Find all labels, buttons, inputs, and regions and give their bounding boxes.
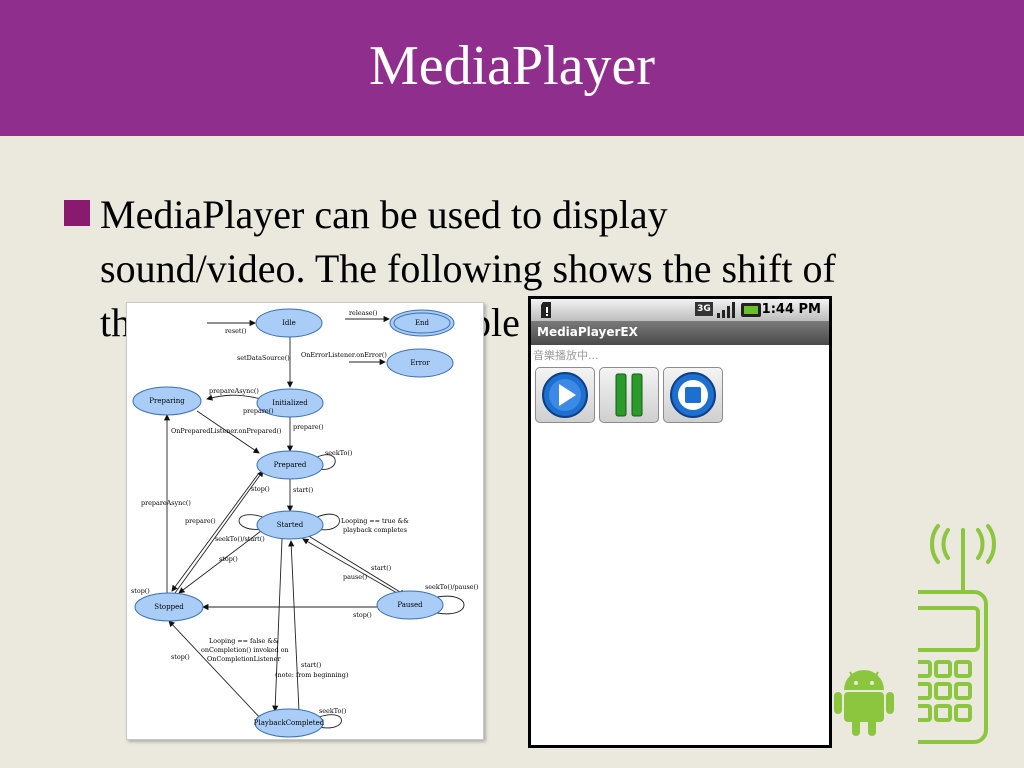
label-release: release(): [349, 309, 378, 317]
state-preparing: Preparing: [132, 386, 202, 416]
svg-text:Paused: Paused: [397, 601, 423, 609]
slide-title: MediaPlayer: [368, 35, 656, 97]
svg-text:End: End: [415, 319, 430, 327]
state-paused: Paused: [376, 590, 444, 620]
pause-icon: [615, 373, 643, 417]
svg-text:Initialized: Initialized: [272, 399, 308, 407]
app-title-bar: MediaPlayerEX: [531, 321, 829, 345]
label-seek-to-1: seekTo(): [325, 449, 352, 457]
state-playback-completed: PlaybackCompleted: [254, 708, 325, 738]
label-start-1: start(): [293, 486, 313, 494]
network-badge: 3G: [695, 302, 713, 316]
state-started: Started: [256, 510, 324, 540]
label-stop-2: stop(): [219, 555, 238, 563]
svg-text:Error: Error: [410, 359, 430, 367]
label-stop-5: stop(): [171, 653, 190, 661]
diagram-edges: [163, 315, 465, 729]
label-prepare-async-2: prepareAsync(): [141, 499, 191, 507]
stop-button[interactable]: [663, 367, 723, 423]
label-start-3: start(): [301, 661, 321, 669]
label-on-error: OnErrorListener.onError(): [301, 351, 387, 359]
svg-text:Idle: Idle: [282, 319, 296, 327]
label-pause: pause(): [343, 573, 367, 581]
stop-icon: [670, 372, 716, 418]
pause-button[interactable]: [599, 367, 659, 423]
signal-icon: [717, 302, 735, 318]
label-stop-4: stop(): [353, 611, 372, 619]
status-bar: 3G 1:44 PM: [531, 299, 829, 321]
phone-screen: 3G 1:44 PM MediaPlayerEX 音樂播放中...: [531, 299, 829, 745]
label-stop-1: stop(): [251, 485, 270, 493]
cellphone-signal-icon: [918, 524, 996, 744]
state-end: End: [389, 309, 455, 337]
label-looping-false-2: onCompletion() invoked on: [201, 646, 289, 654]
label-looping-true-2: playback completes: [343, 526, 407, 534]
state-error: Error: [386, 348, 454, 378]
state-prepared: Prepared: [256, 450, 324, 480]
label-prepare-initialized: prepare(): [293, 423, 324, 431]
app-title: MediaPlayerEX: [537, 325, 638, 339]
svg-text:Started: Started: [277, 521, 304, 529]
svg-text:Preparing: Preparing: [149, 397, 185, 405]
play-icon: [542, 372, 588, 418]
label-start-2: start(): [371, 564, 391, 572]
label-on-prepared: OnPreparedListener.onPrepared(): [171, 427, 281, 435]
svg-text:PlaybackCompleted: PlaybackCompleted: [254, 719, 325, 727]
state-stopped: Stopped: [134, 592, 204, 622]
state-initialized: Initialized: [256, 388, 324, 418]
bullet-square-icon: [64, 200, 90, 226]
label-prepare-2: prepare(): [185, 517, 216, 525]
svg-text:Stopped: Stopped: [154, 603, 184, 611]
sd-card-icon: [541, 302, 551, 318]
label-set-data-source: setDataSource(): [237, 354, 290, 362]
label-seek-to-start: seekTo()/start(): [215, 535, 265, 543]
label-prepare-1: prepare(): [243, 407, 274, 415]
transition-labels: reset() release() setDataSource() OnErro…: [131, 309, 479, 715]
label-looping-false-1: Looping == false &&: [209, 637, 279, 645]
label-start-note: (note: from beginning): [275, 671, 348, 679]
phone-screenshot: 3G 1:44 PM MediaPlayerEX 音樂播放中...: [528, 296, 832, 748]
label-looping-true-1: Looping == true &&: [341, 517, 409, 525]
label-stop-3: stop(): [131, 587, 150, 595]
playback-status-message: 音樂播放中...: [533, 349, 599, 362]
play-button[interactable]: [535, 367, 595, 423]
label-looping-false-3: OnCompletionListener: [207, 655, 281, 663]
label-seek-to-pause: seekTo()/pause(): [425, 583, 479, 591]
title-bar: MediaPlayer: [0, 0, 1024, 136]
android-robot-icon: [834, 670, 894, 736]
svg-text:Prepared: Prepared: [274, 461, 307, 469]
battery-icon: [741, 303, 761, 317]
label-seek-to-2: seekTo(): [319, 707, 346, 715]
state-idle: Idle: [255, 308, 323, 338]
label-reset: reset(): [225, 327, 246, 335]
status-time: 1:44 PM: [761, 302, 821, 317]
label-prepare-async-1: prepareAsync(): [209, 387, 259, 395]
state-diagram: Idle End Error Preparing Initialized Pre…: [126, 302, 484, 740]
